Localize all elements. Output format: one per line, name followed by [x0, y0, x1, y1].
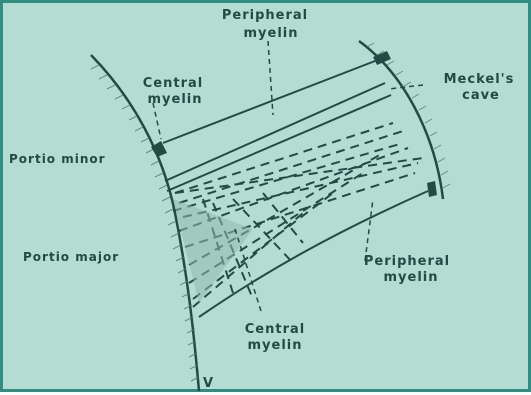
label-portio-minor: Portio minor [9, 152, 106, 166]
label-portio-major: Portio major [23, 250, 119, 264]
label-central-myelin-top: Central [143, 76, 203, 91]
trigeminal-diagram: V Peripheral myelin Central myelin Mecke… [3, 3, 531, 395]
label-meckels: Meckel's [444, 72, 515, 87]
label-cave: cave [462, 88, 500, 103]
label-central-myelin-bottom: Central [245, 322, 305, 337]
label-peripheral-myelin-right-2: myelin [383, 270, 438, 285]
label-peripheral-myelin-right: Peripheral [364, 254, 450, 269]
label-peripheral-myelin-top-2: myelin [243, 26, 298, 41]
label-central-myelin-bottom-2: myelin [247, 338, 302, 353]
v-mark: V [203, 376, 214, 391]
label-central-myelin-top-2: myelin [147, 92, 202, 107]
label-peripheral-myelin-top: Peripheral [222, 8, 308, 23]
label-peripheral-top-l1: Peripheral [222, 8, 308, 23]
peripheral-myelin-mark-low [427, 181, 437, 197]
label-peripheral-top-l2: myelin [243, 26, 298, 41]
